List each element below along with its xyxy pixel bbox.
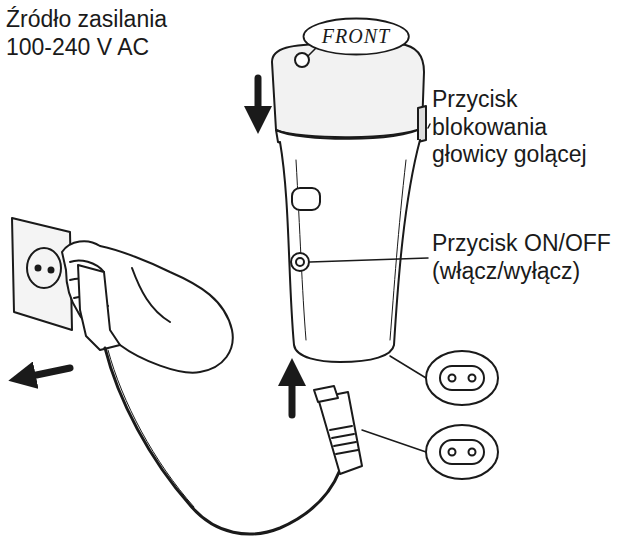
power-button xyxy=(291,253,309,271)
socket-hole xyxy=(27,248,61,288)
lock-button xyxy=(418,106,426,142)
part-label: Przycisk ON/OFF (włącz/wyłącz) xyxy=(432,230,628,285)
shaver-body xyxy=(280,140,420,362)
shaving-head xyxy=(272,44,424,137)
leader-line xyxy=(390,356,426,378)
socket-callout xyxy=(426,351,498,405)
direction-arrow xyxy=(22,368,70,378)
direction-arrow xyxy=(289,372,296,415)
logo xyxy=(292,188,320,210)
head-button xyxy=(295,53,309,67)
callout-text: FRONT xyxy=(322,25,390,48)
leader-line xyxy=(362,430,426,452)
hand xyxy=(62,241,233,372)
connector-plug xyxy=(318,392,362,474)
plug-callout xyxy=(426,425,498,479)
leader-line xyxy=(428,124,430,128)
leader-line xyxy=(310,258,428,262)
part-label: Źródło zasilania 100-240 V AC xyxy=(6,6,206,61)
callout-oval: FRONT xyxy=(302,17,410,56)
adapter xyxy=(78,265,120,350)
power-cord xyxy=(105,348,340,534)
direction-arrow xyxy=(255,78,262,120)
part-label: Przycisk blokowania głowicy golącej xyxy=(432,86,628,169)
wall-socket xyxy=(12,218,72,330)
